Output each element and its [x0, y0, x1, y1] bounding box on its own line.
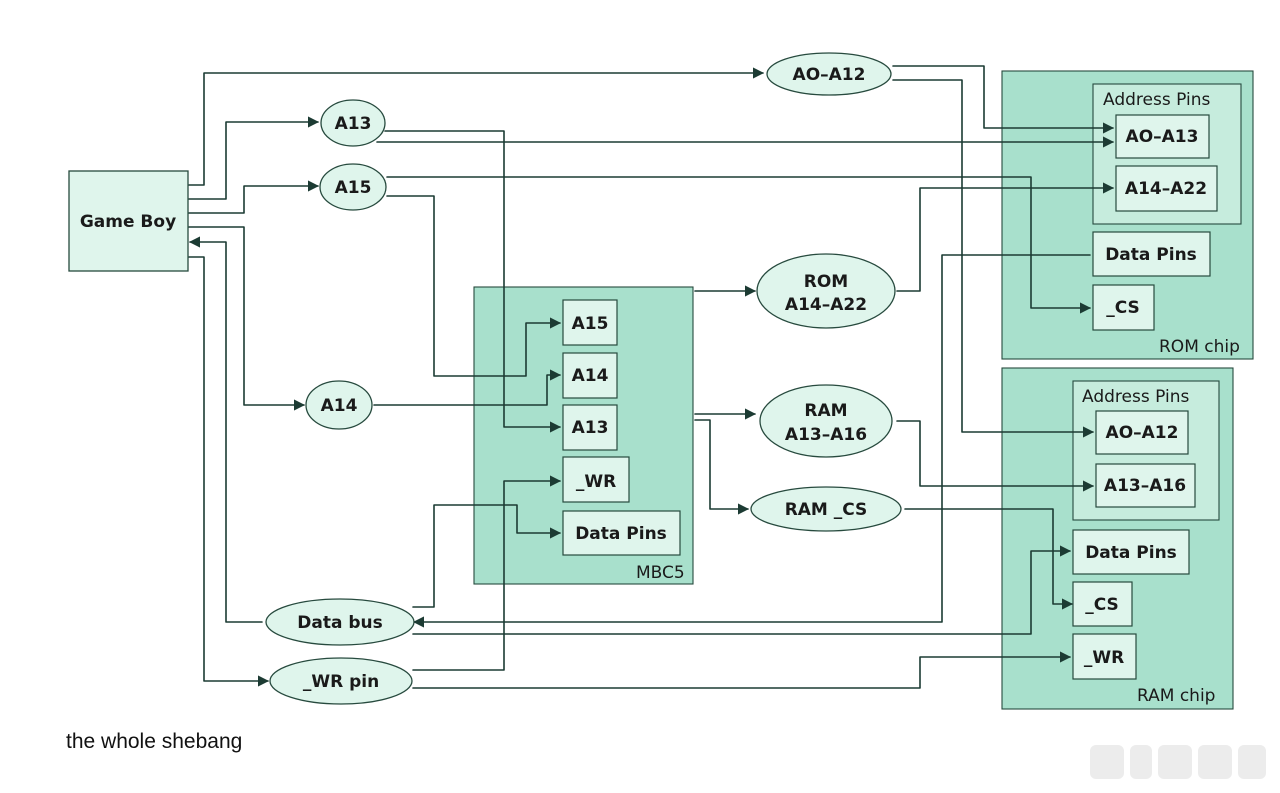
ram-pin-a13-a16-label: A13–A16 [1104, 476, 1186, 496]
rom-chip-label: ROM chip [1159, 337, 1240, 357]
node-a14: A14 [305, 380, 373, 430]
ram-pin-data-label: Data Pins [1085, 543, 1177, 563]
toolbar-icons[interactable] [1090, 740, 1270, 784]
node-ram-label-1: RAM [804, 401, 847, 421]
toolbar-icon[interactable] [1158, 745, 1192, 779]
rom-pin-a14-a22-label: A14–A22 [1125, 179, 1207, 199]
node-data-bus: Data bus [265, 598, 415, 646]
ram-pin-a0-a12: AO–A12 [1095, 410, 1189, 455]
wire-gb-a0a12 [188, 67, 765, 186]
node-a15: A15 [319, 163, 387, 211]
rom-pin-a0-a13: AO–A13 [1115, 114, 1210, 159]
toolbar-icon[interactable] [1130, 745, 1152, 779]
node-ram-cs: RAM _CS [750, 486, 902, 532]
wire-mbc-ramcs-node [694, 419, 750, 515]
mbc5-pin-a15: A15 [562, 299, 618, 346]
wire-wrpin-mbc-wr [412, 475, 562, 671]
rom-pin-cs: _CS [1092, 284, 1155, 331]
wire-a15-rom-cs [386, 176, 1092, 314]
node-a14-label: A14 [321, 396, 358, 416]
wire-gb-a13 [188, 116, 320, 200]
node-a13: A13 [320, 99, 386, 147]
rom-pin-data: Data Pins [1092, 231, 1211, 277]
mbc5-pin-a14: A14 [562, 352, 618, 399]
node-wr-pin: _WR pin [269, 657, 413, 705]
ram-pin-data: Data Pins [1072, 529, 1190, 575]
wire-databus-mbc-data [412, 504, 562, 608]
node-rom: ROM A14–A22 [756, 253, 896, 329]
wire-databus-gb [188, 236, 263, 623]
mbc5-pin-a14-label: A14 [572, 366, 609, 386]
toolbar-icon[interactable] [1090, 745, 1124, 779]
rom-pin-cs-label: _CS [1106, 298, 1140, 318]
wire-databus-ramdata [412, 545, 1072, 635]
ram-address-pins-label: Address Pins [1082, 387, 1189, 407]
node-a0-a12-label: AO–A12 [793, 65, 866, 85]
wires [188, 65, 1115, 689]
wire-a15-mbc-a15 [386, 195, 562, 377]
rom-pin-a14-a22: A14–A22 [1115, 165, 1218, 212]
ram-pin-wr-label: _WR [1084, 648, 1124, 668]
node-ram: RAM A13–A16 [759, 384, 893, 458]
node-wr-pin-label: _WR pin [303, 672, 379, 692]
toolbar-icon[interactable] [1198, 745, 1232, 779]
wire-a14-mbc-a14 [373, 369, 562, 406]
node-a13-label: A13 [335, 114, 372, 134]
wire-romdata-databus [412, 254, 1091, 628]
node-data-bus-label: Data bus [297, 613, 383, 633]
gameboy-label: Game Boy [80, 212, 176, 232]
wire-wrpin-ram-wr [412, 651, 1072, 689]
toolbar-icon[interactable] [1238, 745, 1266, 779]
wire-gb-a14 [188, 226, 306, 411]
wire-ramnode-ram-a13a16 [896, 420, 1095, 492]
gameboy-box: Game Boy [68, 170, 189, 272]
ram-chip-label: RAM chip [1137, 686, 1215, 706]
mbc5-pin-a13-label: A13 [572, 418, 609, 438]
wire-a0a12-ram [892, 79, 1095, 438]
mbc5-pin-data-label: Data Pins [575, 524, 667, 544]
mbc5-pin-a13: A13 [562, 404, 618, 451]
mbc5-pin-wr-label: _WR [576, 472, 616, 492]
ram-pin-a13-a16: A13–A16 [1095, 463, 1196, 508]
wire-a0a12-rom [892, 65, 1115, 134]
rom-address-pins-label: Address Pins [1103, 90, 1210, 110]
node-ram-cs-label: RAM _CS [785, 500, 868, 520]
rom-pin-data-label: Data Pins [1105, 245, 1197, 265]
wire-a13-mbc-a13 [384, 130, 562, 433]
node-rom-label-2: A14–A22 [785, 295, 867, 315]
node-ram-label-2: A13–A16 [785, 425, 867, 445]
rom-pin-a0-a13-label: AO–A13 [1126, 127, 1199, 147]
wire-gb-a15 [188, 180, 320, 214]
wire-romnode-rom-a14a22 [896, 182, 1115, 292]
wire-gb-wrpin [188, 256, 270, 687]
ram-pin-cs-label: _CS [1085, 595, 1119, 615]
node-a15-label: A15 [335, 178, 372, 198]
mbc5-label: MBC5 [636, 563, 685, 583]
mbc5-pin-data: Data Pins [562, 510, 681, 556]
mbc5-pin-a15-label: A15 [572, 314, 609, 334]
ram-pin-a0-a12-label: AO–A12 [1106, 423, 1179, 443]
mbc5-pin-wr: _WR [562, 456, 630, 503]
ram-pin-wr: _WR [1072, 633, 1137, 680]
node-rom-label-1: ROM [804, 272, 848, 292]
node-a0-a12: AO–A12 [766, 52, 892, 96]
wire-ramcs-ram-cs [904, 508, 1074, 610]
ram-pin-cs: _CS [1072, 581, 1133, 627]
figure-caption: the whole shebang [66, 730, 243, 753]
